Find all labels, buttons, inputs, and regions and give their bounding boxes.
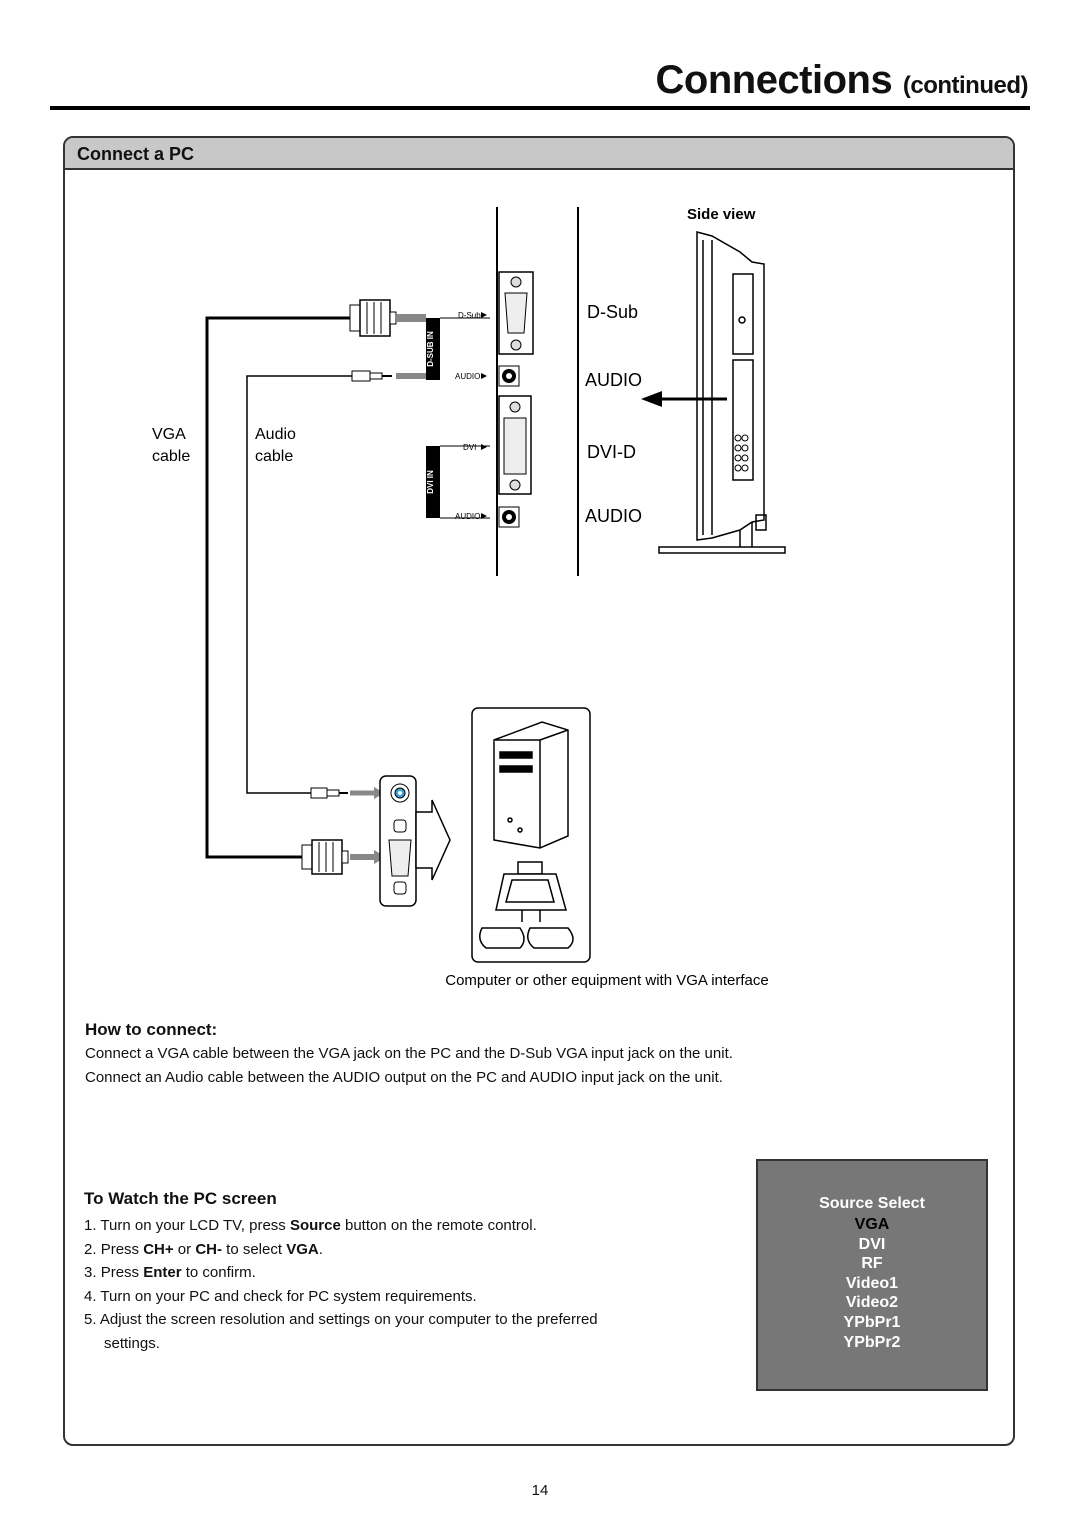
- watch-pc-heading: To Watch the PC screen: [84, 1189, 277, 1208]
- page-title: Connections (continued): [656, 58, 1029, 103]
- step-bold-text: Enter: [143, 1264, 182, 1281]
- step-text: Adjust the screen resolution and setting…: [99, 1311, 598, 1352]
- step-text: Turn on your PC and check for PC system …: [100, 1287, 477, 1305]
- step-item: 2. Press CH+ or CH- to select VGA.: [84, 1238, 644, 1262]
- audio-cable-line: [246, 375, 352, 794]
- vga-cable-label-2: cable: [152, 448, 190, 465]
- vga-plug-top-icon: [349, 299, 426, 337]
- how-to-connect-paragraph-2: Connect an Audio cable between the AUDIO…: [85, 1069, 723, 1086]
- source-option-ypbpr1[interactable]: YPbPr1: [843, 1313, 901, 1331]
- step-number: 4.: [84, 1287, 97, 1305]
- audio-plug-bottom-icon: [310, 787, 384, 799]
- vga-cable-line: [205, 316, 350, 859]
- step-number: 2.: [84, 1240, 97, 1258]
- source-select-title: Source Select: [819, 1195, 925, 1212]
- source-select-osd: Source Select VGA DVI RF Video1 Video2 Y…: [756, 1159, 988, 1391]
- pc-tower-icon: [493, 721, 569, 849]
- how-to-connect-paragraph-1: Connect a VGA cable between the VGA jack…: [85, 1045, 733, 1062]
- title-divider: [50, 106, 1030, 110]
- source-option-video1[interactable]: Video1: [845, 1274, 899, 1292]
- audio-cable-label-1: Audio: [255, 426, 296, 443]
- connect-pc-panel: Connect a PC: [63, 136, 1015, 1446]
- step-number: 1.: [84, 1217, 97, 1234]
- audio-jack-1-icon: [498, 365, 520, 387]
- dvid-port-label: DVI-D: [587, 442, 636, 462]
- pc-connector-icon: [479, 861, 574, 949]
- source-select-list: VGA DVI RF Video1 Video2 YPbPr1 YPbPr2: [758, 1215, 986, 1352]
- pointer-arrow-icon: [641, 391, 662, 407]
- step-number: 3.: [84, 1264, 97, 1281]
- step-bold-text: Source: [289, 1217, 341, 1234]
- step-item: 1. Turn on your LCD TV, press Source but…: [84, 1214, 644, 1238]
- step-text: .: [318, 1240, 323, 1258]
- dvi-port-icon: [498, 395, 532, 495]
- step-bold-text: CH+: [143, 1240, 174, 1258]
- watch-steps-list: 1. Turn on your LCD TV, press Source but…: [84, 1214, 644, 1355]
- source-option-video2[interactable]: Video2: [845, 1294, 899, 1312]
- step-text: Press: [100, 1240, 144, 1258]
- audio-port-label-1: AUDIO: [585, 370, 642, 390]
- dsub-port-label: D-Sub: [587, 302, 638, 322]
- dsub-port-icon: [498, 271, 534, 355]
- audio-jack-2-icon: [498, 506, 520, 528]
- step-bold-text: VGA: [286, 1240, 319, 1258]
- audio-port-label-2: AUDIO: [585, 506, 642, 526]
- step-text: Turn on your LCD TV, press: [100, 1217, 290, 1234]
- dvi-small-label: DVI: [463, 443, 476, 452]
- panel-header: Connect a PC: [65, 138, 1013, 170]
- audio-plug-top-icon: [351, 370, 426, 382]
- step-text: to select: [222, 1240, 287, 1258]
- dsub-in-bar: [426, 318, 440, 380]
- step-item: 4. Turn on your PC and check for PC syst…: [84, 1285, 644, 1309]
- page-title-suffix: (continued): [902, 72, 1029, 99]
- page-number: 14: [531, 1482, 549, 1499]
- computer-illustration: [471, 707, 591, 963]
- audio-small-label-2: AUDIO: [455, 512, 480, 521]
- tv-side-view-icon: [658, 231, 786, 554]
- step-text: button on the remote control.: [340, 1217, 537, 1234]
- connection-diagram: D-SUB IN DVI IN D-Sub AUDIO DVI AUDIO D-…: [152, 206, 786, 989]
- source-option-rf[interactable]: RF: [861, 1255, 883, 1273]
- step-text: or: [173, 1240, 196, 1258]
- computer-caption: Computer or other equipment with VGA int…: [445, 972, 769, 989]
- audio-small-label-1: AUDIO: [455, 372, 480, 381]
- step-number: 5.: [84, 1311, 97, 1328]
- step-item: 5. Adjust the screen resolution and sett…: [84, 1308, 644, 1355]
- step-text: to confirm.: [181, 1264, 256, 1281]
- side-view-label: Side view: [687, 206, 756, 223]
- page-title-main: Connections: [655, 58, 893, 102]
- vga-plug-bottom-icon: [301, 839, 386, 875]
- dsub-small-label: D-Sub: [458, 311, 481, 320]
- how-to-connect-heading: How to connect:: [85, 1020, 218, 1039]
- dsub-in-label: D-SUB IN: [426, 331, 435, 367]
- audio-cable-label-2: cable: [255, 448, 293, 465]
- source-option-ypbpr2[interactable]: YPbPr2: [843, 1333, 901, 1351]
- panel-title: Connect a PC: [77, 144, 195, 164]
- vga-cable-label-1: VGA: [152, 426, 186, 443]
- dvi-in-label: DVI IN: [426, 470, 435, 494]
- direction-arrow-icon: [415, 799, 451, 881]
- step-item: 3. Press Enter to confirm.: [84, 1261, 644, 1285]
- step-bold-text: CH-: [195, 1240, 222, 1258]
- tv-side-jacks-icon: [734, 434, 749, 472]
- pc-back-panel-icon: [379, 775, 417, 907]
- dvi-in-bar: [426, 446, 440, 518]
- source-option-dvi[interactable]: DVI: [858, 1235, 886, 1253]
- source-option-vga[interactable]: VGA: [854, 1216, 890, 1233]
- step-text: Press: [100, 1264, 144, 1281]
